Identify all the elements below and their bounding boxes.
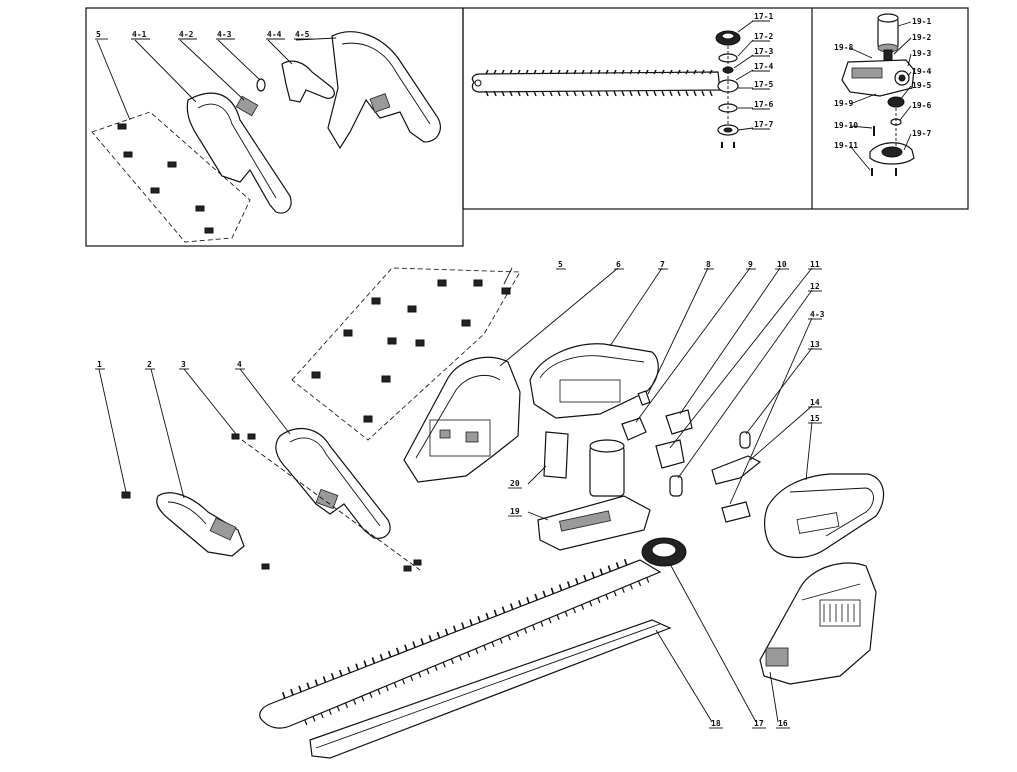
blade-teeth: [282, 558, 650, 726]
callout-label: 3: [181, 360, 186, 369]
callout-label: 4-1: [132, 30, 147, 39]
callout-label: 19-5: [912, 81, 931, 90]
front-handle-part: [275, 428, 391, 539]
callout-label: 18: [711, 719, 721, 728]
callout-label: 4-4: [267, 30, 282, 39]
front-guard-part: [156, 492, 245, 557]
blade-part: [471, 71, 721, 93]
callout-label: 13: [810, 340, 820, 349]
lever-part: [711, 455, 762, 485]
callout-label: 19-8: [834, 43, 853, 52]
callout-label: 17-2: [754, 32, 773, 41]
callout-label: 4-3: [810, 310, 825, 319]
callout-label: 19-10: [834, 121, 858, 130]
callout-label: 19-11: [834, 141, 858, 150]
inset-gearbox-assembly: 19-1 19-2 19-3 19-4 19-5 19-6 19-7 19-8 …: [834, 13, 931, 176]
screw-icon: [117, 123, 214, 234]
callout-label: 17-1: [754, 12, 773, 21]
callout-label: 17: [754, 719, 764, 728]
callout-label: 4-5: [295, 30, 310, 39]
front-handle-part: [186, 92, 292, 214]
callout-label: 5: [558, 260, 563, 269]
callout-label: 4-2: [179, 30, 194, 39]
callout-label: 1: [97, 360, 102, 369]
rear-handle-part: [327, 31, 441, 150]
callout-label: 19-2: [912, 33, 931, 42]
switch-part: [235, 95, 259, 117]
rear-handle-part: [764, 473, 885, 559]
callout-label: 7: [660, 260, 665, 269]
plug-part: [739, 431, 751, 449]
callout-label: 19-7: [912, 129, 931, 138]
battery-pack-part: [759, 562, 877, 685]
callout-label: 19-6: [912, 101, 931, 110]
callout-label: 14: [810, 398, 820, 407]
scabbard-part: [309, 619, 672, 759]
callout-label: 16: [778, 719, 788, 728]
callout-label: 12: [810, 282, 820, 291]
plug-part: [256, 78, 266, 92]
callout-label: 19-3: [912, 49, 931, 58]
callout-label: 11: [810, 260, 820, 269]
callout-label: 19-4: [912, 67, 931, 76]
lockout-part: [721, 501, 751, 523]
callout-label: 5: [96, 30, 101, 39]
plate-part: [543, 431, 569, 479]
switch-part: [621, 417, 647, 441]
inset-handle-assembly: 5 4-1 4-2 4-3 4-4 4-5: [91, 30, 441, 243]
callout-label: 19: [510, 507, 520, 516]
callout-label: 10: [777, 260, 787, 269]
connector-part: [655, 439, 685, 469]
switch-block-part: [665, 409, 693, 435]
callout-label: 6: [616, 260, 621, 269]
callout-label: 9: [748, 260, 753, 269]
inset-blade-assembly: 17-1 17-2 17-3 17-4 17-5 17-6 17-7: [471, 12, 773, 148]
inset-frames: [85, 7, 969, 247]
callout-label: 17-6: [754, 100, 773, 109]
pin-part: [637, 390, 651, 406]
callout-label: 17-3: [754, 47, 773, 56]
bushing-part: [669, 475, 683, 497]
trigger-lever-part: [281, 60, 335, 103]
callout-label: 4: [237, 360, 242, 369]
callout-label: 4-3: [217, 30, 232, 39]
callout-label: 17-5: [754, 80, 773, 89]
main-exploded-view: 1 2 3 4 5 6 7 8 9 10 11 12 4-3 13 14 15 …: [95, 260, 885, 759]
callout-label: 19-9: [834, 99, 853, 108]
screw-icon: [311, 279, 511, 423]
screw-part: [121, 491, 131, 499]
callout-label: 2: [147, 360, 152, 369]
callout-label: 15: [810, 414, 820, 423]
callout-label: 20: [510, 479, 520, 488]
callout-label: 19-1: [912, 17, 931, 26]
right-housing-part: [529, 343, 659, 419]
callout-label: 17-7: [754, 120, 773, 129]
callout-label: 17-4: [754, 62, 773, 71]
blade-teeth: [485, 69, 713, 97]
callout-label: 8: [706, 260, 711, 269]
blade-part: [259, 559, 662, 729]
motor-part: [589, 445, 625, 497]
